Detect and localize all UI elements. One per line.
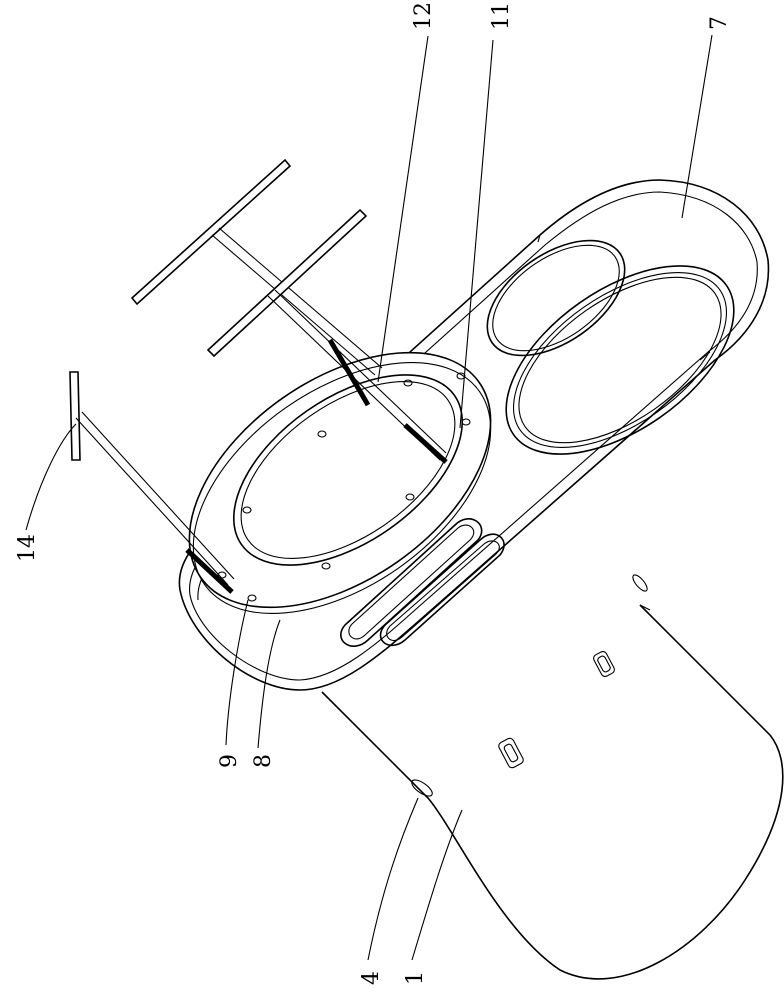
label-4: 4 <box>359 971 384 985</box>
label-7: 7 <box>707 16 732 30</box>
cylinder-slot-right <box>631 573 650 593</box>
label-9: 9 <box>217 754 242 768</box>
label-14: 14 <box>15 534 40 562</box>
label-1: 1 <box>403 971 428 985</box>
label-11: 11 <box>489 2 514 30</box>
label-12: 12 <box>411 2 436 30</box>
label-8: 8 <box>251 754 276 768</box>
